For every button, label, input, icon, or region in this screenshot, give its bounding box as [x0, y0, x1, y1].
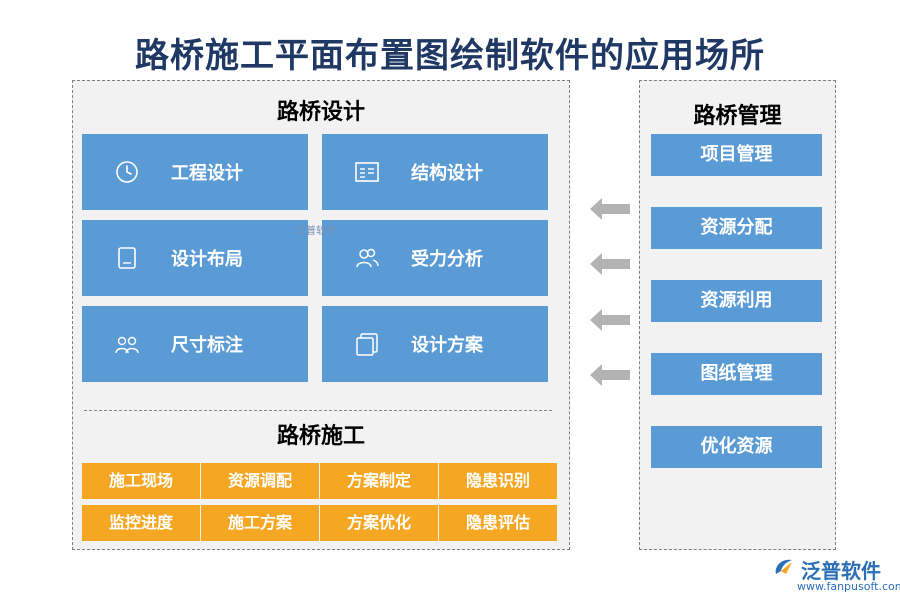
construction-item: 隐患评估 [439, 505, 557, 541]
arrow-left-icon [590, 364, 630, 386]
design-item-engineering: 工程设计 [82, 134, 308, 210]
construction-item: 监控进度 [82, 505, 200, 541]
brand-name: 泛普软件 [801, 559, 881, 583]
management-section-title: 路桥管理 [693, 103, 782, 129]
construction-item: 隐患识别 [439, 463, 557, 499]
management-item: 图纸管理 [651, 353, 822, 395]
design-item-label: 尺寸标注 [171, 335, 243, 356]
construction-section-title: 路桥施工 [276, 423, 365, 449]
design-item-label: 受力分析 [411, 249, 483, 270]
design-item-layout: 设计布局 [82, 220, 308, 296]
list-icon [355, 162, 379, 182]
users-icon [356, 248, 379, 268]
construction-item: 施工现场 [82, 463, 200, 499]
design-item-plan: 设计方案 [322, 306, 548, 382]
watermark: 泛普软件 [296, 226, 336, 237]
design-item-force-analysis: 受力分析 [322, 220, 548, 296]
construction-item: 资源调配 [201, 463, 319, 499]
design-section-title: 路桥设计 [276, 99, 365, 125]
design-item-label: 设计布局 [171, 249, 243, 270]
design-item-dimension: 尺寸标注 [82, 306, 308, 382]
construction-item: 施工方案 [201, 505, 319, 541]
section-divider [84, 410, 552, 411]
management-item: 资源利用 [651, 280, 822, 322]
design-item-label: 工程设计 [171, 163, 243, 184]
pages-icon [356, 333, 378, 356]
management-item: 优化资源 [651, 426, 822, 468]
arrow-left-icon [590, 253, 630, 275]
arrow-left-icon [590, 309, 630, 331]
management-item: 资源分配 [651, 207, 822, 249]
design-item-structure: 结构设计 [322, 134, 548, 210]
group-icon [115, 336, 139, 354]
arrow-left-icon [590, 198, 630, 220]
brand-logo-icon [775, 559, 792, 574]
document-icon [118, 247, 136, 269]
construction-item: 方案制定 [320, 463, 438, 499]
design-item-label: 结构设计 [411, 163, 483, 184]
construction-item: 方案优化 [320, 505, 438, 541]
management-item: 项目管理 [651, 134, 822, 176]
page-title: 路桥施工平面布置图绘制软件的应用场所 [135, 36, 765, 76]
brand-url: www.fanpusoft.com [797, 580, 900, 593]
design-item-label: 设计方案 [411, 335, 483, 356]
clock-icon [116, 161, 138, 183]
